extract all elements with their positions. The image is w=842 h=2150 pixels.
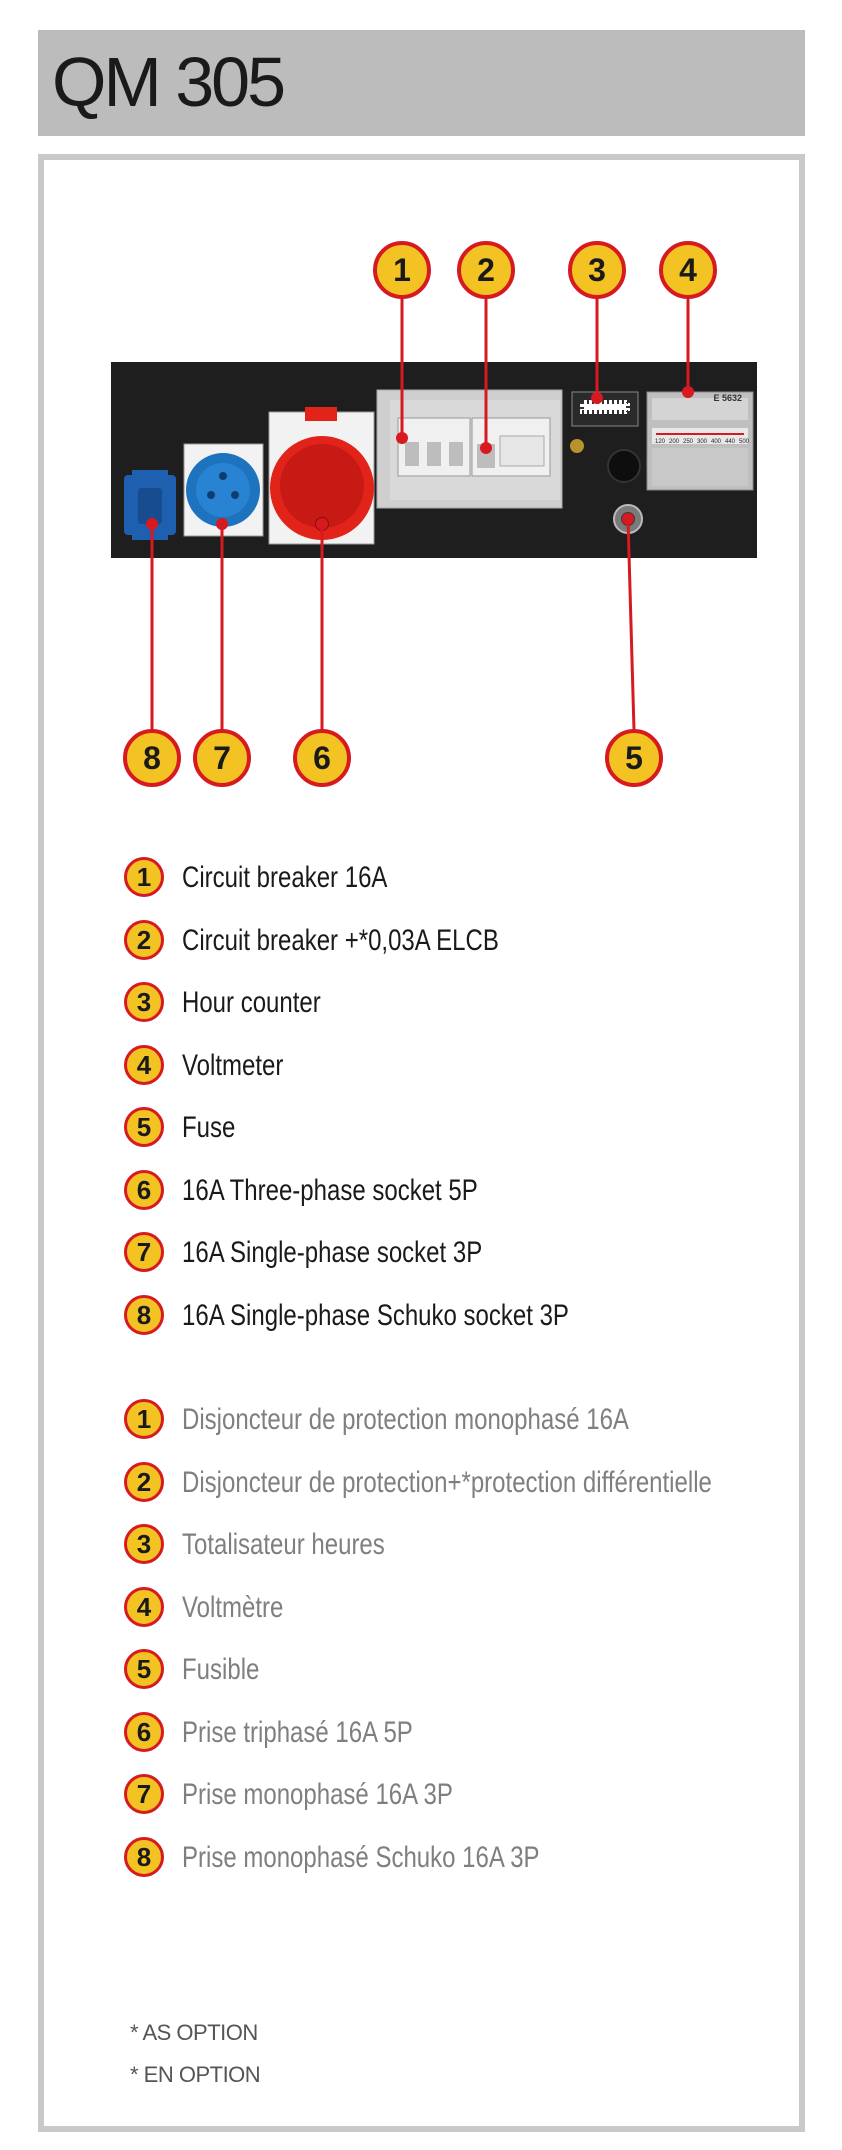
voltmeter-scale-label: 300 xyxy=(697,439,708,445)
product-header: QM 305 xyxy=(38,30,805,136)
voltmeter-scale-label: 500 xyxy=(739,439,750,445)
legend-badge: 8 xyxy=(124,1294,164,1335)
callout-3: 3 xyxy=(568,241,626,299)
legend-badge: 4 xyxy=(124,1044,164,1085)
legend-label: Fuse xyxy=(182,1111,236,1144)
product-title: QM 305 xyxy=(52,43,286,121)
option-note-fr: * EN OPTION xyxy=(130,2062,261,2087)
leader-dot-3 xyxy=(591,392,603,404)
leader-dot-8 xyxy=(146,518,158,530)
legend-label: Prise monophasé Schuko 16A 3P xyxy=(182,1840,540,1874)
callout-badge-3 xyxy=(568,241,626,299)
callout-number-6: 6 xyxy=(313,740,331,776)
callout-badge-5 xyxy=(605,729,663,787)
legend-label: Circuit breaker 16A xyxy=(182,861,388,894)
leader-line-5 xyxy=(626,518,636,731)
callout-number-8: 8 xyxy=(143,740,161,776)
callout-number-3: 3 xyxy=(588,252,606,288)
leader-dot-5 xyxy=(622,513,634,525)
callout-2: 2 xyxy=(457,241,515,299)
legend-badge: 8 xyxy=(124,1836,164,1877)
legend-label: Disjoncteur de protection monophasé 16A xyxy=(182,1403,629,1436)
three-phase-socket xyxy=(268,407,375,545)
knob xyxy=(607,449,641,483)
legend-badge: 6 xyxy=(124,1169,164,1210)
schuko-socket xyxy=(124,470,176,540)
callout-badge-1 xyxy=(373,241,431,299)
callout-5: 5 xyxy=(605,729,663,787)
leader-dot-6 xyxy=(316,518,328,530)
callout-number-5: 5 xyxy=(625,740,643,776)
legend-badge: 6 xyxy=(124,1711,164,1752)
legend-badge: 4 xyxy=(124,1586,164,1627)
hour-counter xyxy=(571,391,639,427)
callout-number-7: 7 xyxy=(213,740,231,776)
callout-1: 1 xyxy=(373,241,431,299)
legend-badge: 1 xyxy=(124,1399,164,1439)
leader-dot-7 xyxy=(216,518,228,530)
legend-badge: 3 xyxy=(124,1524,164,1564)
callout-badge-7 xyxy=(193,729,251,787)
legend-label: 16A Single-phase socket 3P xyxy=(182,1236,483,1269)
single-phase-socket xyxy=(183,443,264,537)
panel-screw xyxy=(570,439,584,453)
legend-label: 16A Three-phase socket 5P xyxy=(182,1173,478,1207)
callout-number-4: 4 xyxy=(679,252,697,288)
legend-label: Hour counter xyxy=(182,986,321,1019)
voltmeter-scale-label: 400 xyxy=(711,439,722,445)
callout-6: 6 xyxy=(293,729,351,787)
leader-dot-4 xyxy=(682,386,694,398)
legend-label: Voltmeter xyxy=(182,1048,284,1082)
voltmeter-scale-label: 120 xyxy=(655,439,666,445)
callout-4: 4 xyxy=(659,241,717,299)
voltmeter-scale-label: 250 xyxy=(683,439,694,445)
legend-badge: 3 xyxy=(124,982,164,1022)
legend-badge: 2 xyxy=(124,919,164,960)
legend-label: Disjoncteur de protection+*protection di… xyxy=(182,1465,712,1499)
legend-label: Voltmètre xyxy=(182,1590,284,1624)
leader-dot-1 xyxy=(396,432,408,444)
callout-7: 7 xyxy=(193,729,251,787)
legend-label: Fusible xyxy=(182,1653,260,1686)
legend-badge: 5 xyxy=(124,1649,164,1689)
voltmeter-scale-label: 200 xyxy=(669,439,680,445)
legend-badge: 5 xyxy=(124,1107,164,1147)
callout-badge-6 xyxy=(293,729,351,787)
callout-badge-4 xyxy=(659,241,717,299)
callout-number-2: 2 xyxy=(477,252,495,288)
callout-8: 8 xyxy=(123,729,181,787)
breaker-enclosure xyxy=(376,389,563,509)
option-note-en: * AS OPTION xyxy=(130,2020,258,2045)
legend-badge: 1 xyxy=(124,857,164,897)
legend-label: Circuit breaker +*0,03A ELCB xyxy=(182,923,499,957)
legend-badge: 7 xyxy=(124,1774,164,1814)
legend-label: 16A Single-phase Schuko socket 3P xyxy=(182,1298,569,1332)
callout-badge-2 xyxy=(457,241,515,299)
legend-label: Totalisateur heures xyxy=(182,1528,385,1561)
legend-label: Prise monophasé 16A 3P xyxy=(182,1778,453,1811)
leader-dot-2 xyxy=(480,442,492,454)
callout-badge-8 xyxy=(123,729,181,787)
voltmeter-scale-label: 440 xyxy=(725,439,736,445)
callout-number-1: 1 xyxy=(393,252,411,288)
legend-badge: 7 xyxy=(124,1232,164,1272)
voltmeter-label: E 5632 xyxy=(713,393,742,403)
legend-badge: 2 xyxy=(124,1461,164,1502)
legend-label: Prise triphasé 16A 5P xyxy=(182,1715,413,1749)
